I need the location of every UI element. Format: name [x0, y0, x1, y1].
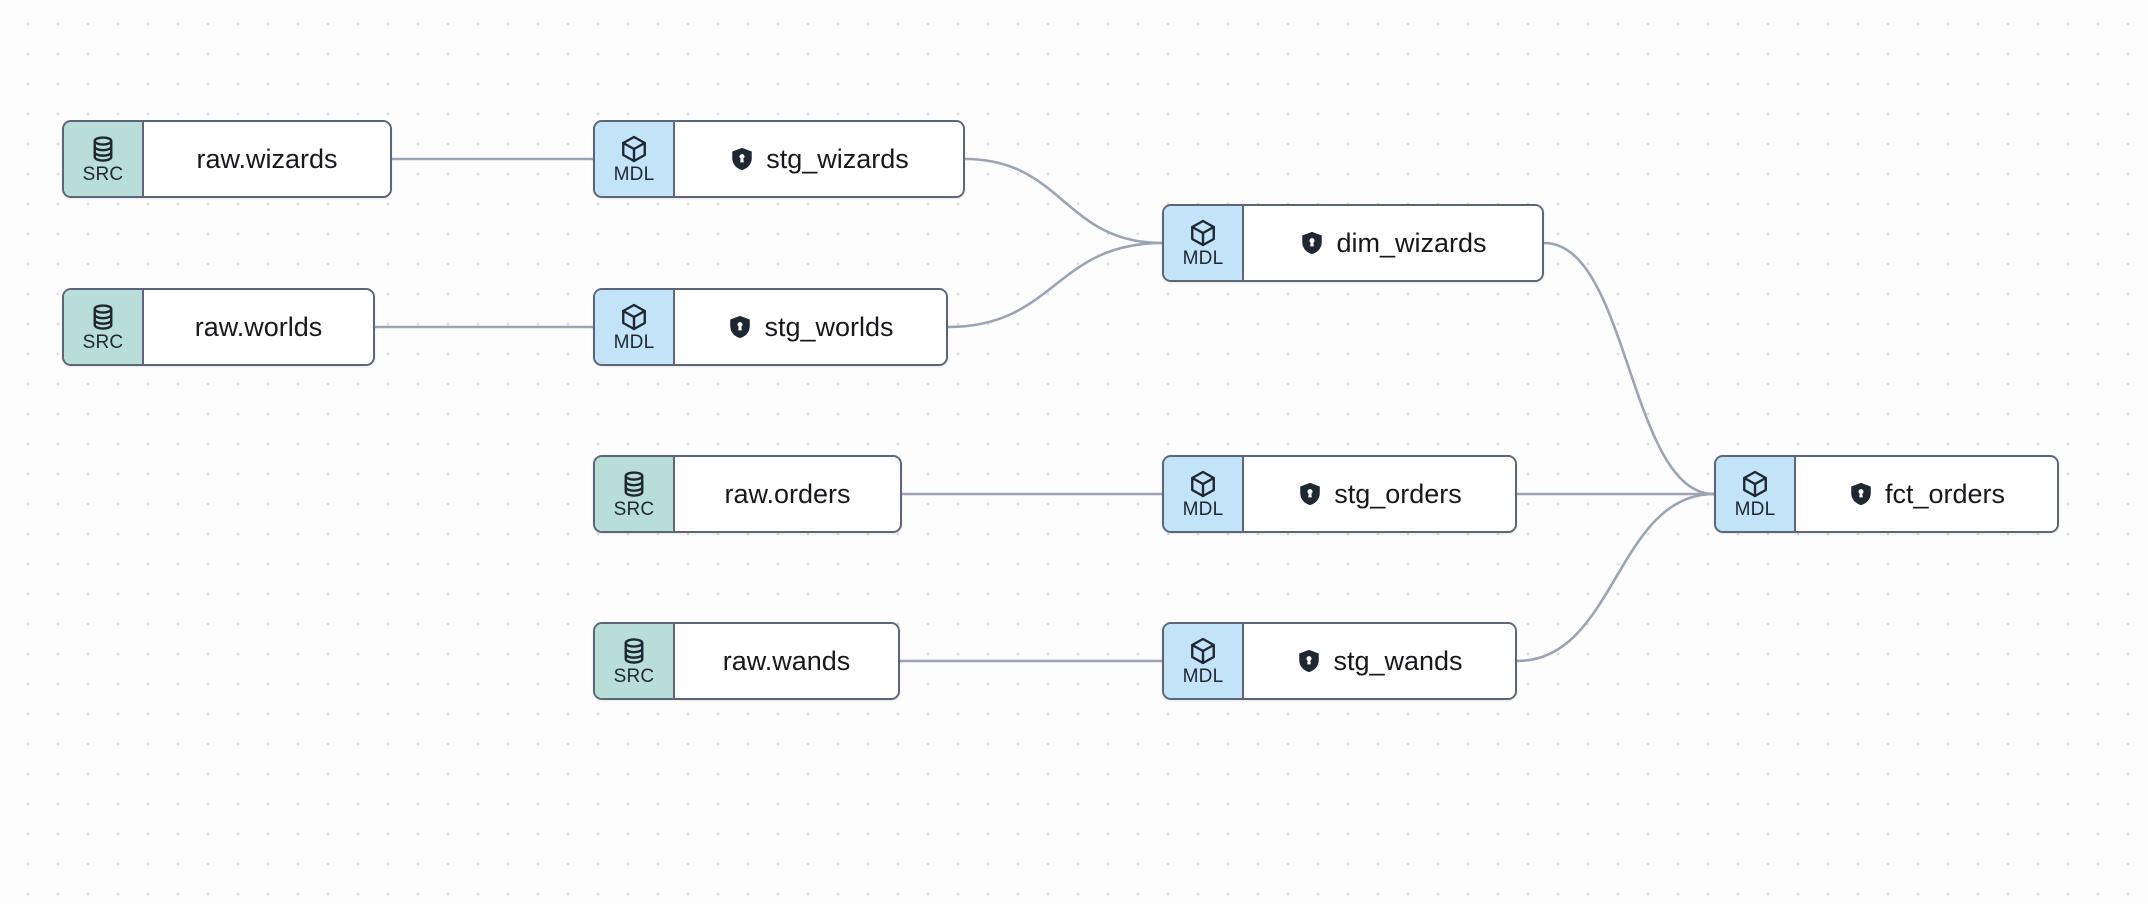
cube-icon	[1740, 469, 1770, 499]
node-label: raw.wands	[722, 645, 851, 676]
node-raw_worlds[interactable]: SRC raw.worlds	[62, 288, 375, 366]
edge-stg_wizards-to-dim_wizards[interactable]	[963, 157, 1164, 245]
node-body-raw_worlds: raw.worlds	[144, 290, 373, 364]
node-raw_orders[interactable]: SRC raw.orders	[593, 455, 902, 533]
cube-icon	[1188, 636, 1218, 666]
node-type-badge-stg_wands: MDL	[1164, 624, 1244, 698]
node-body-raw_wizards: raw.wizards	[144, 122, 390, 196]
node-type-label: MDL	[1734, 499, 1776, 520]
node-body-dim_wizards: dim_wizards	[1244, 206, 1542, 280]
node-type-label: MDL	[613, 164, 655, 185]
node-body-stg_wands: stg_wands	[1244, 624, 1515, 698]
node-type-badge-dim_wizards: MDL	[1164, 206, 1244, 280]
edge-stg_worlds-to-dim_wizards[interactable]	[946, 241, 1164, 329]
node-body-raw_wands: raw.wands	[675, 624, 898, 698]
cube-icon	[1188, 469, 1218, 499]
edge-dim_wizards-to-fct_orders[interactable]	[1542, 241, 1716, 496]
node-type-badge-stg_worlds: MDL	[595, 290, 675, 364]
node-type-label: MDL	[1182, 666, 1224, 687]
node-body-raw_orders: raw.orders	[675, 457, 900, 531]
node-type-label: SRC	[613, 666, 655, 687]
node-type-badge-raw_wizards: SRC	[64, 122, 144, 196]
database-icon	[88, 302, 118, 332]
cube-icon	[619, 302, 649, 332]
node-label: dim_wizards	[1336, 227, 1487, 258]
node-body-stg_worlds: stg_worlds	[675, 290, 946, 364]
node-stg_orders[interactable]: MDL stg_orders	[1162, 455, 1517, 533]
node-type-badge-raw_wands: SRC	[595, 624, 675, 698]
node-body-stg_wizards: stg_wizards	[675, 122, 963, 196]
database-icon	[88, 134, 118, 164]
node-label: fct_orders	[1884, 478, 2006, 509]
node-type-label: MDL	[613, 332, 655, 353]
node-label: stg_worlds	[764, 311, 894, 342]
cube-icon	[619, 134, 649, 164]
shield-lock-icon	[1299, 230, 1325, 256]
database-icon	[619, 469, 649, 499]
node-type-badge-raw_worlds: SRC	[64, 290, 144, 364]
node-label: stg_wizards	[766, 143, 909, 174]
database-icon	[619, 636, 649, 666]
node-raw_wizards[interactable]: SRC raw.wizards	[62, 120, 392, 198]
node-type-label: SRC	[82, 164, 124, 185]
node-type-badge-raw_orders: SRC	[595, 457, 675, 531]
node-label: raw.wizards	[196, 143, 338, 174]
node-label: stg_orders	[1334, 478, 1462, 509]
node-type-label: SRC	[82, 332, 124, 353]
shield-lock-icon	[729, 146, 755, 172]
node-type-label: SRC	[613, 499, 655, 520]
node-stg_wands[interactable]: MDL stg_wands	[1162, 622, 1517, 700]
node-dim_wizards[interactable]: MDL dim_wizards	[1162, 204, 1544, 282]
node-raw_wands[interactable]: SRC raw.wands	[593, 622, 900, 700]
node-stg_wizards[interactable]: MDL stg_wizards	[593, 120, 965, 198]
node-stg_worlds[interactable]: MDL stg_worlds	[593, 288, 948, 366]
node-type-badge-stg_orders: MDL	[1164, 457, 1244, 531]
node-fct_orders[interactable]: MDL fct_orders	[1714, 455, 2059, 533]
shield-lock-icon	[1297, 481, 1323, 507]
edge-stg_wands-to-fct_orders[interactable]	[1515, 492, 1716, 663]
shield-lock-icon	[1296, 648, 1322, 674]
node-type-label: MDL	[1182, 248, 1224, 269]
shield-lock-icon	[727, 314, 753, 340]
node-body-stg_orders: stg_orders	[1244, 457, 1515, 531]
node-type-badge-fct_orders: MDL	[1716, 457, 1796, 531]
node-label: stg_wands	[1333, 645, 1463, 676]
node-label: raw.orders	[724, 478, 851, 509]
shield-lock-icon	[1848, 481, 1874, 507]
node-body-fct_orders: fct_orders	[1796, 457, 2057, 531]
node-label: raw.worlds	[194, 311, 323, 342]
cube-icon	[1188, 218, 1218, 248]
node-type-badge-stg_wizards: MDL	[595, 122, 675, 196]
node-type-label: MDL	[1182, 499, 1224, 520]
